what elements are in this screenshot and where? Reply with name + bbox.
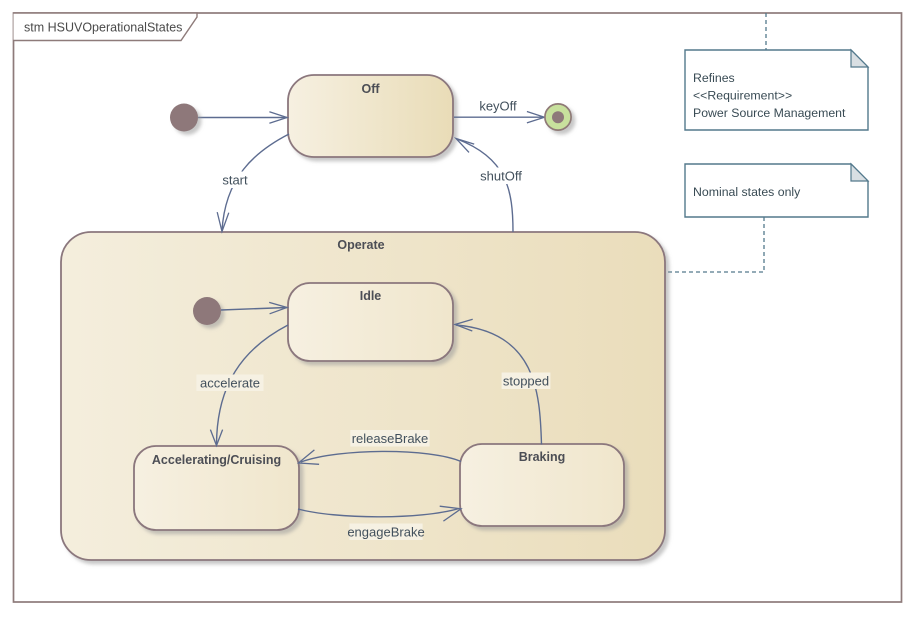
svg-text:engageBrake: engageBrake (347, 525, 424, 540)
svg-text:Nominal states only: Nominal states only (693, 185, 801, 199)
svg-text:Operate: Operate (337, 238, 384, 252)
svg-text:Off: Off (361, 82, 380, 96)
svg-text:keyOff: keyOff (479, 99, 517, 114)
svg-text:Accelerating/Cruising: Accelerating/Cruising (152, 453, 281, 467)
svg-text:<<Requirement>>: <<Requirement>> (693, 89, 792, 103)
svg-text:Idle: Idle (360, 289, 382, 303)
svg-text:start: start (222, 173, 248, 188)
svg-text:Power Source Management: Power Source Management (693, 106, 846, 120)
svg-text:Refines: Refines (693, 71, 735, 85)
svg-text:accelerate: accelerate (200, 376, 260, 391)
svg-text:stm HSUVOperationalStates: stm HSUVOperationalStates (24, 21, 182, 35)
svg-text:stopped: stopped (503, 374, 549, 389)
svg-text:releaseBrake: releaseBrake (352, 431, 429, 446)
svg-text:Braking: Braking (519, 450, 566, 464)
svg-text:shutOff: shutOff (480, 169, 522, 184)
